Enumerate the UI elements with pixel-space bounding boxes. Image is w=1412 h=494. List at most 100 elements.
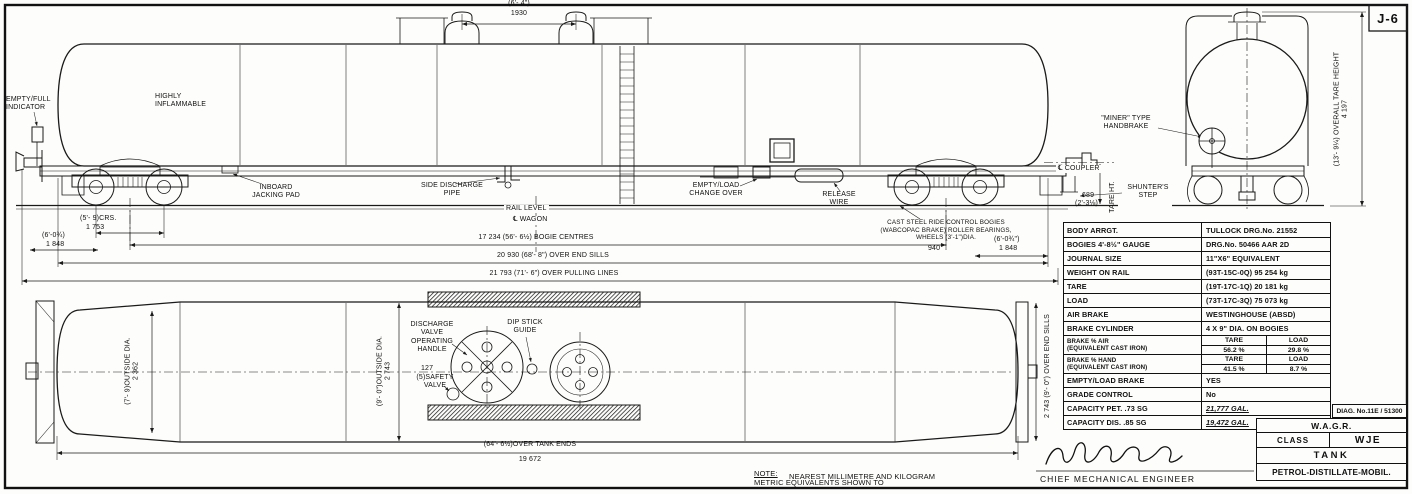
class-value: WJE <box>1354 434 1382 446</box>
coupler-height-mm: 689 <box>1082 192 1095 199</box>
left-overhang-mm: 1 848 <box>46 241 65 248</box>
hazard-placard <box>769 138 795 163</box>
outside-dia-large-mm: 2 743 <box>385 361 392 381</box>
end-view-drawing <box>1172 8 1366 212</box>
side-elevation-drawing <box>15 11 1118 252</box>
spec-value: 11"X6" EQUIVALENT <box>1206 254 1280 263</box>
discharge-pipe-device <box>497 166 520 189</box>
upper-walkway <box>427 291 641 308</box>
discharge-valve-label: DISCHARGE VALVE OPERATING HANDLE <box>410 321 454 354</box>
table-row-brake-air: BRAKE % AIR (EQUIVALENT CAST IRON) TARE … <box>1064 335 1330 354</box>
table-row: GRADE CONTROL No <box>1064 387 1330 401</box>
shunters-step-device <box>1060 176 1078 193</box>
diagram-number: DIAG. No.11E / 51300 <box>1332 404 1407 418</box>
note-label: NOTE: <box>754 469 778 478</box>
empty-load-device <box>700 166 844 183</box>
empty-full-indicator-label: EMPTY/FULL INDICATOR <box>6 96 51 112</box>
dip-stick-guide-label: DIP STICK GUIDE <box>507 319 543 335</box>
spec-label: CAPACITY PET. .73 SG <box>1064 402 1202 415</box>
highly-inflammable-label: HIGHLY INFLAMMABLE <box>155 93 207 109</box>
overall-tare-height-dim: (13'- 9¼) OVERALL TARE HEIGHT 4 197 <box>1334 52 1351 166</box>
table-row-brake-hand: BRAKE % HAND (EQUIVALENT CAST IRON) TARE… <box>1064 354 1330 373</box>
spec-value: TULLOCK DRG.No. 21552 <box>1206 225 1298 235</box>
cl-coupler-label: ℄ COUPLER <box>1056 165 1102 174</box>
spec-label: JOURNAL SIZE <box>1064 252 1202 265</box>
bogie-centres-dim: 17 234 (56'- 6½) BOGIE CENTRES <box>478 234 594 241</box>
spec-label: BODY ARRGT. <box>1064 223 1202 237</box>
railway-name: W.A.G.R. <box>1311 420 1352 431</box>
overall-tare-height-ft: (13'- 9¼) OVERALL TARE HEIGHT <box>1333 51 1341 167</box>
load-header: LOAD <box>1266 355 1330 364</box>
over-tank-ends-mm: 19 672 <box>518 456 542 463</box>
wheel-dia-mm: 940 <box>928 245 941 252</box>
spec-label: CAPACITY DIS. .85 SG <box>1064 416 1202 429</box>
rail <box>16 204 1118 210</box>
rail-level-label: RAIL LEVEL <box>504 205 549 214</box>
safety-valve-label: (5)SAFETY VALVE <box>416 374 454 390</box>
tare-value: 56.2 % <box>1202 345 1266 354</box>
empty-load-change-over-label: EMPTY/LOAD CHANGE OVER <box>689 182 743 198</box>
spec-value: WESTINGHOUSE (ABSD) <box>1206 310 1296 319</box>
over-pulling-lines-dim: 21 793 (71'- 6") OVER PULLING LINES <box>489 270 619 277</box>
note-line1: METRIC EQUIVALENTS SHOWN TO <box>754 478 884 487</box>
spec-label: BRAKE % HAND (EQUIVALENT CAST IRON) <box>1064 355 1202 373</box>
lower-walkway <box>427 404 641 421</box>
spec-label: BRAKE % AIR (EQUIVALENT CAST IRON) <box>1064 336 1202 354</box>
over-end-sills-dim: 20 930 (68'- 8") OVER END SILLS <box>497 252 609 259</box>
spec-value: 4 X 9" DIA. ON BOGIES <box>1206 324 1289 333</box>
left-coupler <box>15 150 43 182</box>
class-label: CLASS <box>1257 433 1330 447</box>
table-row: BODY ARRGT. TULLOCK DRG.No. 21552 <box>1064 223 1330 237</box>
spec-value: (19T-17C-1Q) 20 181 kg <box>1206 282 1289 291</box>
right-overhang-mm: 1 848 <box>999 245 1018 252</box>
over-tank-ends-dim: (64'- 6½)OVER TANK ENDS <box>483 441 577 448</box>
dome-platform-rails <box>396 17 652 44</box>
load-value: 8.7 % <box>1266 364 1330 373</box>
cl-wagon-label: ℄ WAGON <box>511 216 550 225</box>
spec-value: No <box>1206 390 1216 399</box>
overall-tare-height-mm: 4 197 <box>1342 99 1349 119</box>
spec-value: (93T-15C-0Q) 95 254 kg <box>1206 268 1289 277</box>
commodity: PETROL-DISTILLATE-MOBIL. <box>1257 463 1406 480</box>
table-row: EMPTY/LOAD BRAKE YES <box>1064 373 1330 387</box>
inboard-jacking-pad-label: INBOARD JACKING PAD <box>252 184 300 200</box>
spec-value: (73T-17C-3Q) 75 073 kg <box>1206 296 1289 305</box>
right-overhang-ft: (6'-0¾") <box>994 236 1020 243</box>
spec-value: DRG.No. 50466 AAR 2D <box>1206 240 1290 249</box>
brake-hand-values: TARE LOAD 41.5 % 8.7 % <box>1202 355 1330 373</box>
shunters-step-label: SHUNTER'S STEP <box>1127 184 1169 200</box>
table-row: CAPACITY PET. .73 SG 21,777 GAL. <box>1064 401 1330 415</box>
signature-title: CHIEF MECHANICAL ENGINEER <box>1040 474 1196 484</box>
outside-dia-small-dim: (7'- 9)OUTSIDE DIA. 2 362 <box>125 337 142 405</box>
empty-full-indicator-device <box>31 126 44 166</box>
dome-spacing-ft: (6'- 4") <box>508 0 530 7</box>
axle-crs-ft: (5'- 9)CRS. <box>80 215 117 222</box>
bogie-note-label: CAST STEEL RIDE CONTROL BOGIES (WABCOPAC… <box>880 219 1012 242</box>
sheet-ref: J-6 <box>1377 10 1399 26</box>
plan-over-end-sills-dim: 2 743 (9'- 0") OVER END SILLS <box>1043 314 1051 418</box>
plan-view-drawing <box>25 291 1038 460</box>
ladder <box>619 46 635 204</box>
spec-value: YES <box>1206 376 1221 385</box>
spec-label: GRADE CONTROL <box>1064 388 1202 401</box>
specification-table: BODY ARRGT.TULLOCK DRG.No. 21552 BOGIES … <box>1063 222 1331 430</box>
spec-label: LOAD <box>1064 294 1202 307</box>
spec-value: 21,777 GAL. <box>1206 404 1249 413</box>
load-value: 29.8 % <box>1266 345 1330 354</box>
note-line2: NEAREST MILLIMETRE AND KILOGRAM <box>789 472 936 481</box>
spec-label: TARE <box>1064 280 1202 293</box>
spec-label: EMPTY/LOAD BRAKE <box>1064 374 1202 387</box>
coupler-height-ft: (2'-3⅛) <box>1075 200 1099 207</box>
right-bogie <box>887 166 1005 206</box>
tare-header: TARE <box>1225 356 1243 363</box>
class-row: CLASS WJE <box>1257 432 1406 447</box>
outside-dia-large-dim: (9'- 0")OUTSIDE DIA. 2 743 <box>377 336 394 406</box>
tare-value: 41.5 % <box>1202 364 1266 373</box>
table-row: WEIGHT ON RAIL(93T-15C-0Q) 95 254 kg <box>1064 265 1330 279</box>
dome-spacing-mm: 1930 <box>510 10 528 17</box>
release-wire-label: RELEASE WIRE <box>822 191 856 207</box>
outside-dia-large-ft: (9'- 0")OUTSIDE DIA. <box>376 335 384 407</box>
dip-stick-guide-device <box>526 363 538 375</box>
